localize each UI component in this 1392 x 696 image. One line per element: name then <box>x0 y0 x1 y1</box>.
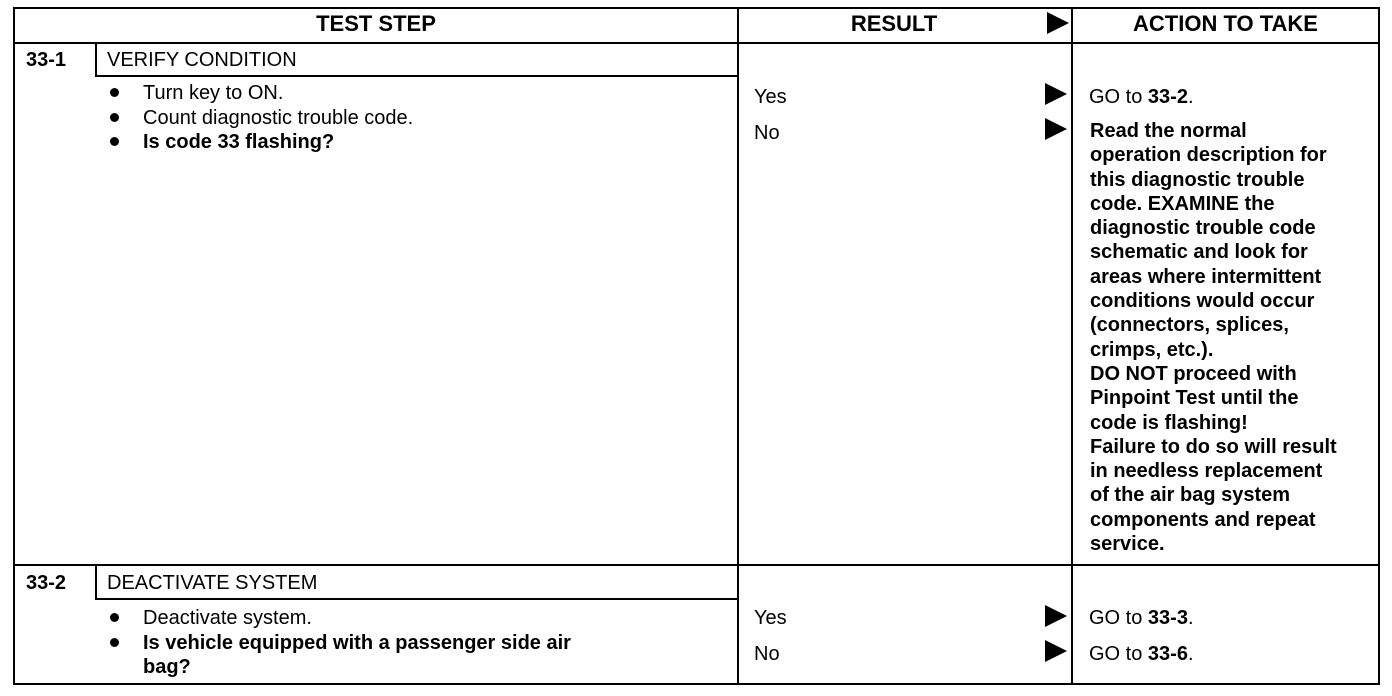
bullet-icon <box>110 638 119 647</box>
step-33-2-number-divider <box>95 565 97 599</box>
step-33-2-result-yes: Yes <box>754 607 787 629</box>
table-left-border <box>13 7 15 685</box>
step-33-1-action-yes: GO to 33-2. <box>1089 86 1194 108</box>
bullet-icon <box>110 613 119 622</box>
step-33-2-action-yes: GO to 33-3. <box>1089 607 1194 629</box>
result-arrow-icon <box>1045 605 1067 627</box>
header-action: ACTION TO TAKE <box>1133 11 1318 36</box>
step-33-2-title-underline <box>95 598 739 600</box>
table-right-border <box>1378 7 1380 685</box>
result-arrow-icon <box>1045 83 1067 105</box>
step-33-2-result-no: No <box>754 643 780 665</box>
header-bottom-rule <box>13 42 1380 44</box>
bullet-icon <box>110 113 119 122</box>
step-33-1-title-underline <box>95 75 739 77</box>
step-33-1-number: 33-1 <box>26 49 67 71</box>
result-arrow-icon <box>1045 640 1067 662</box>
step-33-2-title: DEACTIVATE SYSTEM <box>107 572 318 594</box>
step-33-1-bullet-2: Count diagnostic trouble code. <box>143 107 414 129</box>
step-33-2-bullet-1: Deactivate system. <box>143 607 312 629</box>
header-arrow-icon <box>1047 12 1069 34</box>
table-top-border <box>13 7 1380 9</box>
result-arrow-icon <box>1045 118 1067 140</box>
bullet-icon <box>110 137 119 146</box>
step-33-1-result-yes: Yes <box>754 86 787 108</box>
step-33-2-number: 33-2 <box>26 572 67 594</box>
step-33-1-action-no: Read the normal operation description fo… <box>1090 120 1337 556</box>
bullet-icon <box>110 88 119 97</box>
step-33-2-bullet-2-cont: bag? <box>143 656 191 678</box>
column-divider-result <box>737 7 739 685</box>
step-33-2-action-no: GO to 33-6. <box>1089 643 1194 665</box>
header-test-step: TEST STEP <box>316 11 436 36</box>
step-33-1-bullet-3: Is code 33 flashing? <box>143 131 335 153</box>
step-33-1-result-no: No <box>754 122 780 144</box>
table-bottom-border <box>13 683 1380 685</box>
step-33-1-title: VERIFY CONDITION <box>107 49 297 71</box>
column-divider-action <box>1071 7 1073 685</box>
header-result: RESULT <box>850 11 938 36</box>
step-33-1-bullet-1: Turn key to ON. <box>143 82 284 104</box>
step-separator <box>13 564 1380 566</box>
step-33-1-number-divider <box>95 43 97 76</box>
step-33-2-bullet-2: Is vehicle equipped with a passenger sid… <box>143 632 571 654</box>
